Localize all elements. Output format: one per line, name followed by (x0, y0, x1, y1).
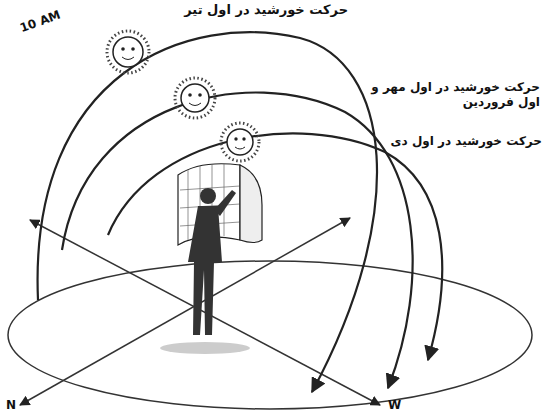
compass-letter: N (6, 398, 16, 413)
ground-ellipse (8, 261, 532, 409)
sun-path-arc (62, 93, 413, 388)
arc-label: حرکت خورشید در اول دی (391, 134, 542, 149)
arc-label: حرکت خورشید در اول مهر و اول فروردین (365, 80, 540, 110)
compass-letter: W (388, 398, 401, 413)
observer-figure (160, 188, 250, 354)
sight-screen (178, 164, 262, 245)
sun-path-arc (38, 32, 377, 392)
arc-label: حرکت خورشید در اول تیر (184, 2, 348, 18)
axis-line (20, 218, 350, 405)
sun-path-arc (108, 133, 442, 360)
sun-icons (107, 31, 259, 161)
time-label: 10 AM (18, 8, 63, 36)
